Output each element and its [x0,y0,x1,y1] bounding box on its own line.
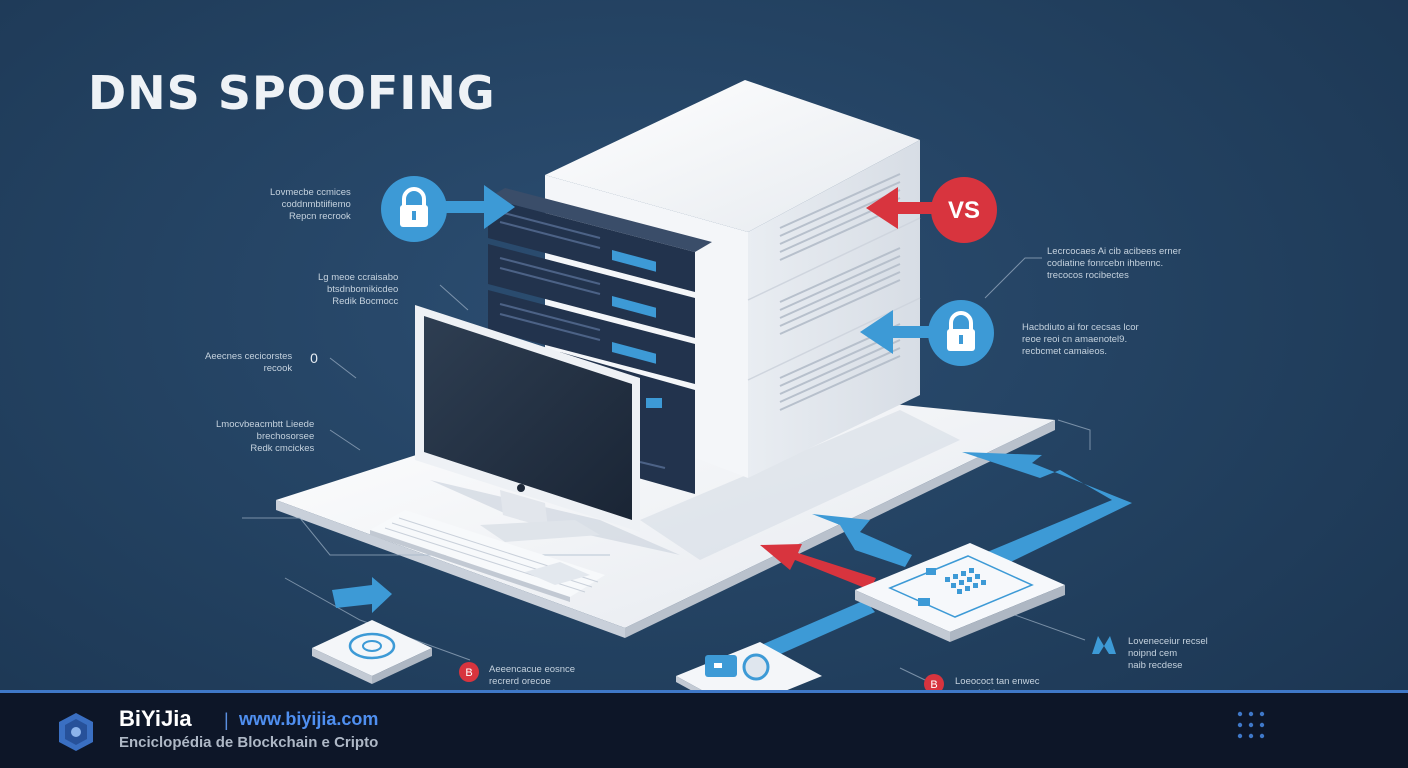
note-monitor-left: Aeecnes cecicorstes recook [205,351,293,374]
note-device-right: Loveneceiur recsel noipnd cem naib recde… [1128,636,1208,671]
padlock-icon [947,311,975,351]
apple-logo-icon [517,484,525,492]
lock-badge-right [928,300,994,366]
footer-bar: BiYiJia | www.biyijia.com Enciclopédia d… [0,690,1408,768]
wifi-device-icon [1092,636,1116,654]
brand-name: BiYiJia [119,706,192,731]
arrow-blue-path-bottom [745,600,875,664]
dns-spoofing-illustration: VS [242,80,1132,690]
svg-text:B: B [465,667,472,679]
note-server-left: Lg meoe ccraisabo btsdnbomikicdeo Redik … [318,272,399,307]
monitor [415,305,680,555]
arrow-vs-to-server [866,187,940,229]
rack-unit-1 [488,188,712,292]
chip-grid-icon [945,568,986,594]
diagram-stage: VS [88,66,1208,711]
arrow-blue-mid [812,514,912,567]
flow-arrows [332,185,1132,664]
rack-unit-3 [488,290,695,384]
svg-text:B: B [930,679,937,690]
brand-url-link[interactable]: www.biyijia.com [239,709,379,729]
lock-badge-left [381,176,447,242]
bottom-right-marker: B [924,674,944,690]
rack-unit-2 [488,244,695,338]
shield-ring-icon [348,632,396,660]
spoof-arrows [760,187,940,590]
brand-tagline: Enciclopédia de Blockchain e Cripto [119,734,379,751]
arrow-red-to-platform [760,544,876,590]
page-title: DNS SPOOFING [88,66,496,120]
note-keyboard-left: Lmocvbeacmbtt Lieede brechosorsee Redk c… [216,419,315,454]
router-tile [676,642,822,690]
bottom-mid-marker: B [459,662,479,682]
arrow-lock-to-server [440,185,515,229]
dots-grid-icon [1237,711,1265,739]
arrow-blue-long [962,452,1132,572]
security-tile [312,620,432,684]
svg-text:0: 0 [310,350,318,366]
network-device [855,543,1065,642]
vs-badge: VS [931,177,997,243]
padlock-icon [400,187,428,227]
server-vent-lines [779,173,901,411]
arrow-bottom-left [332,577,392,613]
monitor-marker: 0 [310,350,318,366]
biyijia-logo-icon [59,713,93,751]
brand-separator: | [224,710,229,730]
note-lock-left: Lovmecbe ccmices coddnmbtiifiemo Repcn r… [270,187,351,222]
keyboard [370,510,605,602]
note-lock-right: Hacbdiuto ai for cecsas lcor reoe reoi c… [1022,322,1139,357]
vs-label: VS [948,197,980,224]
arrow-to-server-right [860,310,933,354]
note-vs-right: Lecrcocaes Ai cib acibees erner codiatin… [1047,246,1182,281]
